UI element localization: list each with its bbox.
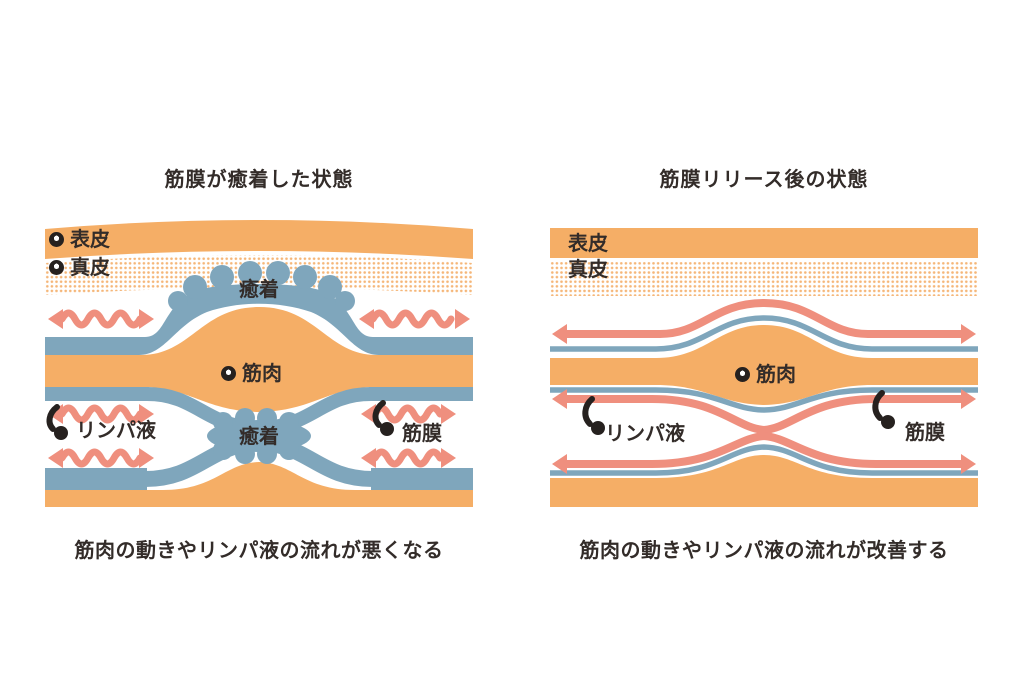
bullet-icon [49, 231, 64, 247]
label-epidermis: 表皮 [49, 228, 110, 250]
label-dermis: 真皮 [49, 256, 110, 278]
label-fascia: 筋膜 [402, 422, 442, 444]
left-diagram-title: 筋膜が癒着した状態 [164, 167, 354, 191]
fascia-pointer-icon [372, 400, 394, 436]
epidermis-band [550, 228, 978, 258]
muscle-band [550, 325, 978, 405]
label-muscle-text: 筋肉 [242, 361, 282, 385]
label-lymph-text: リンパ液 [605, 421, 685, 445]
dermis-band [550, 262, 978, 296]
arrowheads [48, 309, 470, 468]
label-lymph: リンパ液 [605, 422, 685, 444]
left-diagram-panel: 表皮 真皮 癒着 筋肉 癒着 リンパ液 筋膜 [45, 215, 473, 509]
free-flow-arrows [566, 298, 962, 468]
left-diagram-caption: 筋肉の動きやリンパ液の流れが悪くなる [74, 538, 444, 562]
right-diagram-graphic [550, 228, 978, 507]
label-lymph: リンパ液 [76, 419, 156, 441]
label-dermis: 真皮 [568, 258, 608, 280]
lymph-pointer-icon [582, 396, 605, 435]
label-lymph-text: リンパ液 [76, 418, 156, 442]
label-epidermis-text: 表皮 [568, 231, 608, 255]
label-adhesion-top: 癒着 [239, 278, 279, 300]
epidermis-band [45, 220, 473, 259]
label-fascia-text: 筋膜 [905, 420, 945, 444]
label-epidermis: 表皮 [568, 232, 608, 254]
label-adhesion-top-text: 癒着 [239, 277, 279, 301]
right-diagram-panel: 表皮 真皮 筋肉 リンパ液 筋膜 [550, 215, 978, 509]
fascia-pointer-icon [872, 390, 895, 429]
bullet-icon [49, 259, 64, 275]
label-adhesion-bottom: 癒着 [239, 425, 279, 447]
restricted-flow-arrows [58, 309, 455, 468]
left-diagram-graphic [45, 220, 473, 507]
label-dermis-text: 真皮 [70, 255, 110, 279]
label-dermis-text: 真皮 [568, 257, 608, 281]
label-fascia: 筋膜 [905, 421, 945, 443]
muscle-band [45, 307, 473, 412]
bottom-tissue-band [45, 462, 473, 507]
bullet-icon [221, 365, 236, 381]
right-diagram-caption: 筋肉の動きやリンパ液の流れが改善する [579, 538, 949, 562]
label-muscle: 筋肉 [221, 362, 282, 384]
label-epidermis-text: 表皮 [70, 227, 110, 251]
lower-fascia-adhesion [45, 387, 473, 490]
label-muscle: 筋肉 [735, 363, 796, 385]
arrowheads [552, 324, 976, 474]
upper-fascia-adhesion [45, 261, 473, 355]
label-fascia-text: 筋膜 [402, 421, 442, 445]
label-adhesion-bottom-text: 癒着 [239, 424, 279, 448]
bottom-tissue-band [550, 455, 978, 507]
lymph-pointer-icon [46, 404, 68, 440]
bullet-icon [735, 366, 750, 382]
right-diagram-title: 筋膜リリース後の状態 [659, 167, 869, 191]
released-fascia-lines [550, 315, 978, 476]
label-muscle-text: 筋肉 [756, 362, 796, 386]
